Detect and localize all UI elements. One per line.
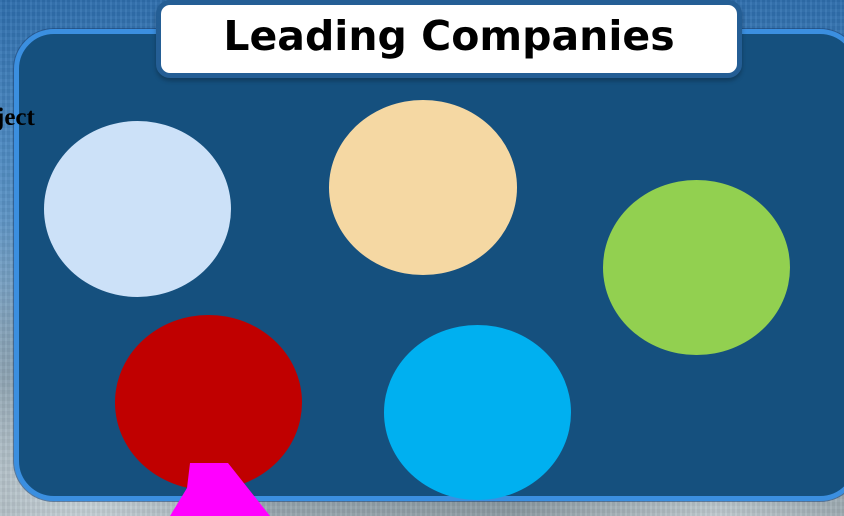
arrow-polygon xyxy=(170,463,270,516)
company-circle-green xyxy=(603,180,790,355)
page-title: Leading Companies xyxy=(223,12,675,60)
partial-side-text: ject xyxy=(0,104,35,131)
company-circle-cyan xyxy=(384,325,571,500)
company-circle-red xyxy=(115,315,302,490)
company-circle-light-blue xyxy=(44,121,231,297)
company-circle-tan xyxy=(329,100,517,275)
pointer-arrow-shape xyxy=(170,463,270,516)
title-box: Leading Companies xyxy=(156,0,742,78)
